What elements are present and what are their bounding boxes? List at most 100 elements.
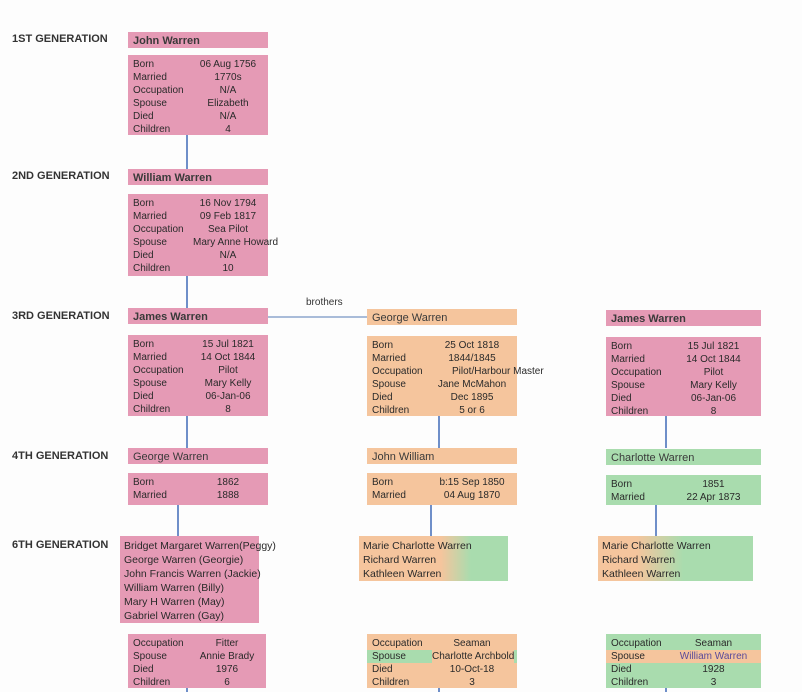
detail-key: Children: [372, 405, 410, 416]
person-name-john-warren: John Warren: [128, 32, 268, 48]
list-item: William Warren (Billy): [124, 582, 224, 594]
detail-key: Married: [372, 490, 406, 501]
list-item: John Francis Warren (Jackie): [124, 568, 261, 580]
detail-key: Died: [611, 393, 632, 404]
detail-key: Occupation: [133, 224, 184, 235]
detail-key: Died: [133, 111, 154, 122]
detail-value: Mary Anne Howard: [193, 237, 279, 248]
detail-value: 1770s: [214, 72, 242, 83]
connector-g3-g4-mid: [438, 416, 440, 448]
detail-row: Married 04 Aug 1870: [372, 489, 512, 502]
detail-key: Children: [133, 263, 171, 274]
detail-value: 15 Jul 1821: [202, 339, 254, 350]
person-name-charlotte-warren: Charlotte Warren: [606, 449, 761, 465]
detail-key: Children: [133, 677, 171, 688]
detail-value: 10-Oct-18: [449, 664, 495, 675]
list-item: Bridget Margaret Warren(Peggy): [124, 540, 276, 552]
detail-value: 1928: [702, 664, 725, 675]
detail-row: Occupation Sea Pilot: [133, 223, 263, 236]
detail-row: Occupation Seaman: [372, 637, 512, 650]
list-item: Mary H Warren (May): [124, 596, 225, 608]
connector-g3-g4-left: [186, 416, 188, 448]
detail-value: Elizabeth: [207, 98, 249, 109]
detail-value: 4: [225, 124, 231, 135]
list-item: Gabriel Warren (Gay): [124, 610, 224, 622]
detail-key: Born: [133, 477, 155, 488]
detail-value: 3: [469, 677, 475, 688]
detail-value: Seaman: [453, 638, 491, 649]
detail-value: Sea Pilot: [207, 224, 249, 235]
detail-row: Died N/A: [133, 110, 263, 123]
children-list-mid: Marie Charlotte Warren Richard Warren Ka…: [359, 536, 508, 581]
detail-value: 25 Oct 1818: [444, 340, 500, 351]
detail-row: Children 3: [372, 676, 512, 689]
connector-g1-g2: [186, 134, 188, 169]
person-name-william-warren: William Warren: [128, 169, 268, 185]
person-name-james-warren-left: James Warren: [128, 308, 268, 324]
detail-key: Died: [133, 250, 154, 261]
detail-value: Dec 1895: [450, 392, 494, 403]
detail-key: Spouse: [133, 98, 167, 109]
connector-g4-g6-left: [177, 505, 179, 538]
detail-value: 8: [710, 406, 717, 417]
detail-key: Born: [611, 341, 633, 352]
detail-key: Married: [133, 352, 167, 363]
detail-key: Children: [611, 406, 649, 417]
list-item: Kathleen Warren: [602, 568, 681, 580]
detail-value: 3: [710, 677, 717, 688]
gen-label-4: 4TH GENERATION: [12, 450, 109, 462]
list-item: Marie Charlotte Warren: [363, 540, 472, 552]
detail-value: 1844/1845: [448, 353, 496, 364]
detail-value: 1888: [216, 490, 240, 501]
detail-value: N/A: [219, 111, 237, 122]
detail-value: 16 Nov 1794: [199, 198, 257, 209]
connector-g7-right-down: [665, 686, 667, 692]
detail-key: Spouse: [372, 379, 406, 390]
detail-value: Mary Kelly: [204, 378, 252, 389]
detail-row: Born 15 Jul 1821: [133, 338, 263, 351]
detail-row: Married 1888: [133, 489, 263, 502]
detail-value: 1862: [216, 477, 240, 488]
detail-row: Spouse Elizabeth: [133, 97, 263, 110]
detail-key: Born: [133, 339, 155, 350]
connector-g3-g4-right: [665, 416, 667, 448]
detail-key: Married: [133, 490, 167, 501]
list-item: Richard Warren: [602, 554, 676, 566]
detail-key: Children: [372, 677, 410, 688]
gen-label-1: 1ST GENERATION: [12, 33, 108, 45]
detail-value: 04 Aug 1870: [443, 490, 501, 501]
detail-value: 1976: [215, 664, 239, 675]
detail-value: Annie Brady: [199, 651, 255, 662]
detail-key: Occupation: [372, 638, 423, 649]
detail-key: Occupation: [133, 638, 184, 649]
detail-key: Spouse: [133, 378, 167, 389]
children-list-right: Marie Charlotte Warren Richard Warren Ka…: [598, 536, 753, 581]
detail-row: Spouse Mary Kelly: [133, 377, 263, 390]
detail-value: N/A: [219, 85, 237, 96]
detail-key: Born: [372, 340, 394, 351]
detail-row: Children 8: [611, 405, 756, 418]
